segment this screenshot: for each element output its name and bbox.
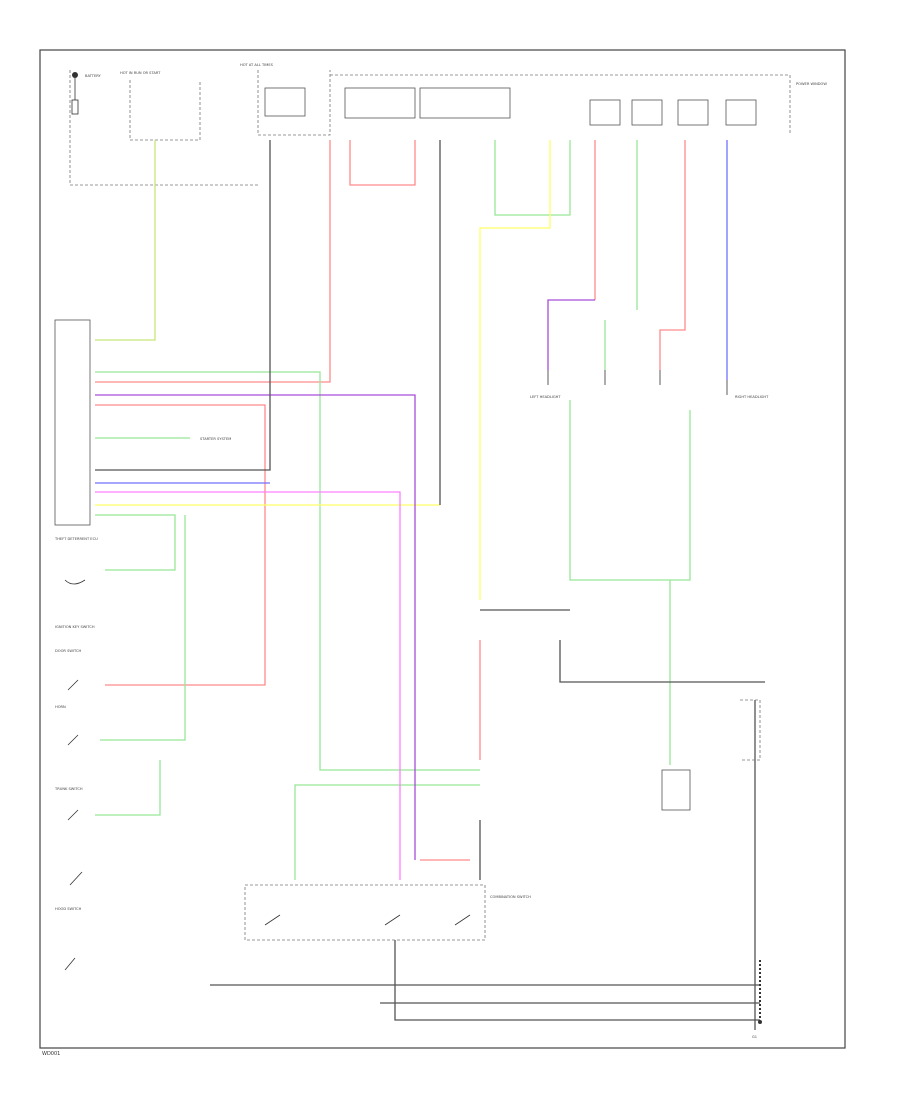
battery-symbol	[71, 72, 79, 115]
footer-code: WD001	[42, 1051, 60, 1057]
fuse-box-d	[725, 99, 757, 126]
fuse-block-label: HOT IN RUN OR START	[120, 71, 161, 75]
yellow-wires	[95, 140, 551, 600]
fuse-outline	[129, 80, 201, 141]
theft-relay-box	[344, 87, 416, 119]
red-wires	[95, 140, 686, 861]
door-lock-relay-box	[419, 87, 511, 119]
fuse-box-a	[589, 99, 621, 126]
left-headlight-label: LEFT HEADLIGHT	[530, 395, 561, 399]
right-dashed-region	[740, 699, 761, 761]
fuse-panel-outline	[257, 70, 331, 136]
theft-module-label: THEFT DETERRENT ECU	[54, 537, 98, 541]
fuse-box-b	[631, 99, 663, 126]
ignition-key-label: IGNITION KEY SWITCH	[55, 625, 95, 629]
right-headlight-label: RIGHT HEADLIGHT	[735, 395, 769, 399]
ground-label: G1	[752, 1035, 757, 1039]
horn-label: HORN	[55, 705, 66, 709]
combination-switch-box	[244, 884, 486, 941]
trunk-switch-label: TRUNK SWITCH	[54, 787, 83, 791]
left-switch-symbols	[64, 579, 86, 971]
hot-at-all-times-label: HOT AT ALL TIMES	[240, 63, 274, 67]
power-window-label: POWER WINDOW	[796, 82, 827, 86]
green-wires	[95, 140, 691, 880]
violet-blue-wires	[95, 140, 728, 880]
starter-system-label: STARTER SYSTEM	[200, 437, 231, 441]
black-wires	[95, 140, 765, 1030]
headlight-switches	[547, 370, 728, 395]
theft-ecu-connector	[54, 319, 91, 526]
ground-symbol	[758, 960, 762, 1024]
theft-deterrent-relay	[661, 769, 691, 811]
battery-outline	[69, 70, 258, 186]
combination-switch-contacts	[264, 914, 471, 926]
door-switch-label: DOOR SWITCH	[55, 649, 81, 653]
body-ecu-box	[264, 87, 306, 117]
hood-switch-label: HOOD SWITCH	[55, 907, 82, 911]
combination-switch-label: COMBINATION SWITCH	[490, 895, 531, 899]
fuse-panel-outline-right	[330, 74, 791, 135]
fuse-box-c	[677, 99, 709, 126]
diagram-frame	[39, 49, 846, 1049]
battery-label: BATTERY	[85, 74, 102, 78]
